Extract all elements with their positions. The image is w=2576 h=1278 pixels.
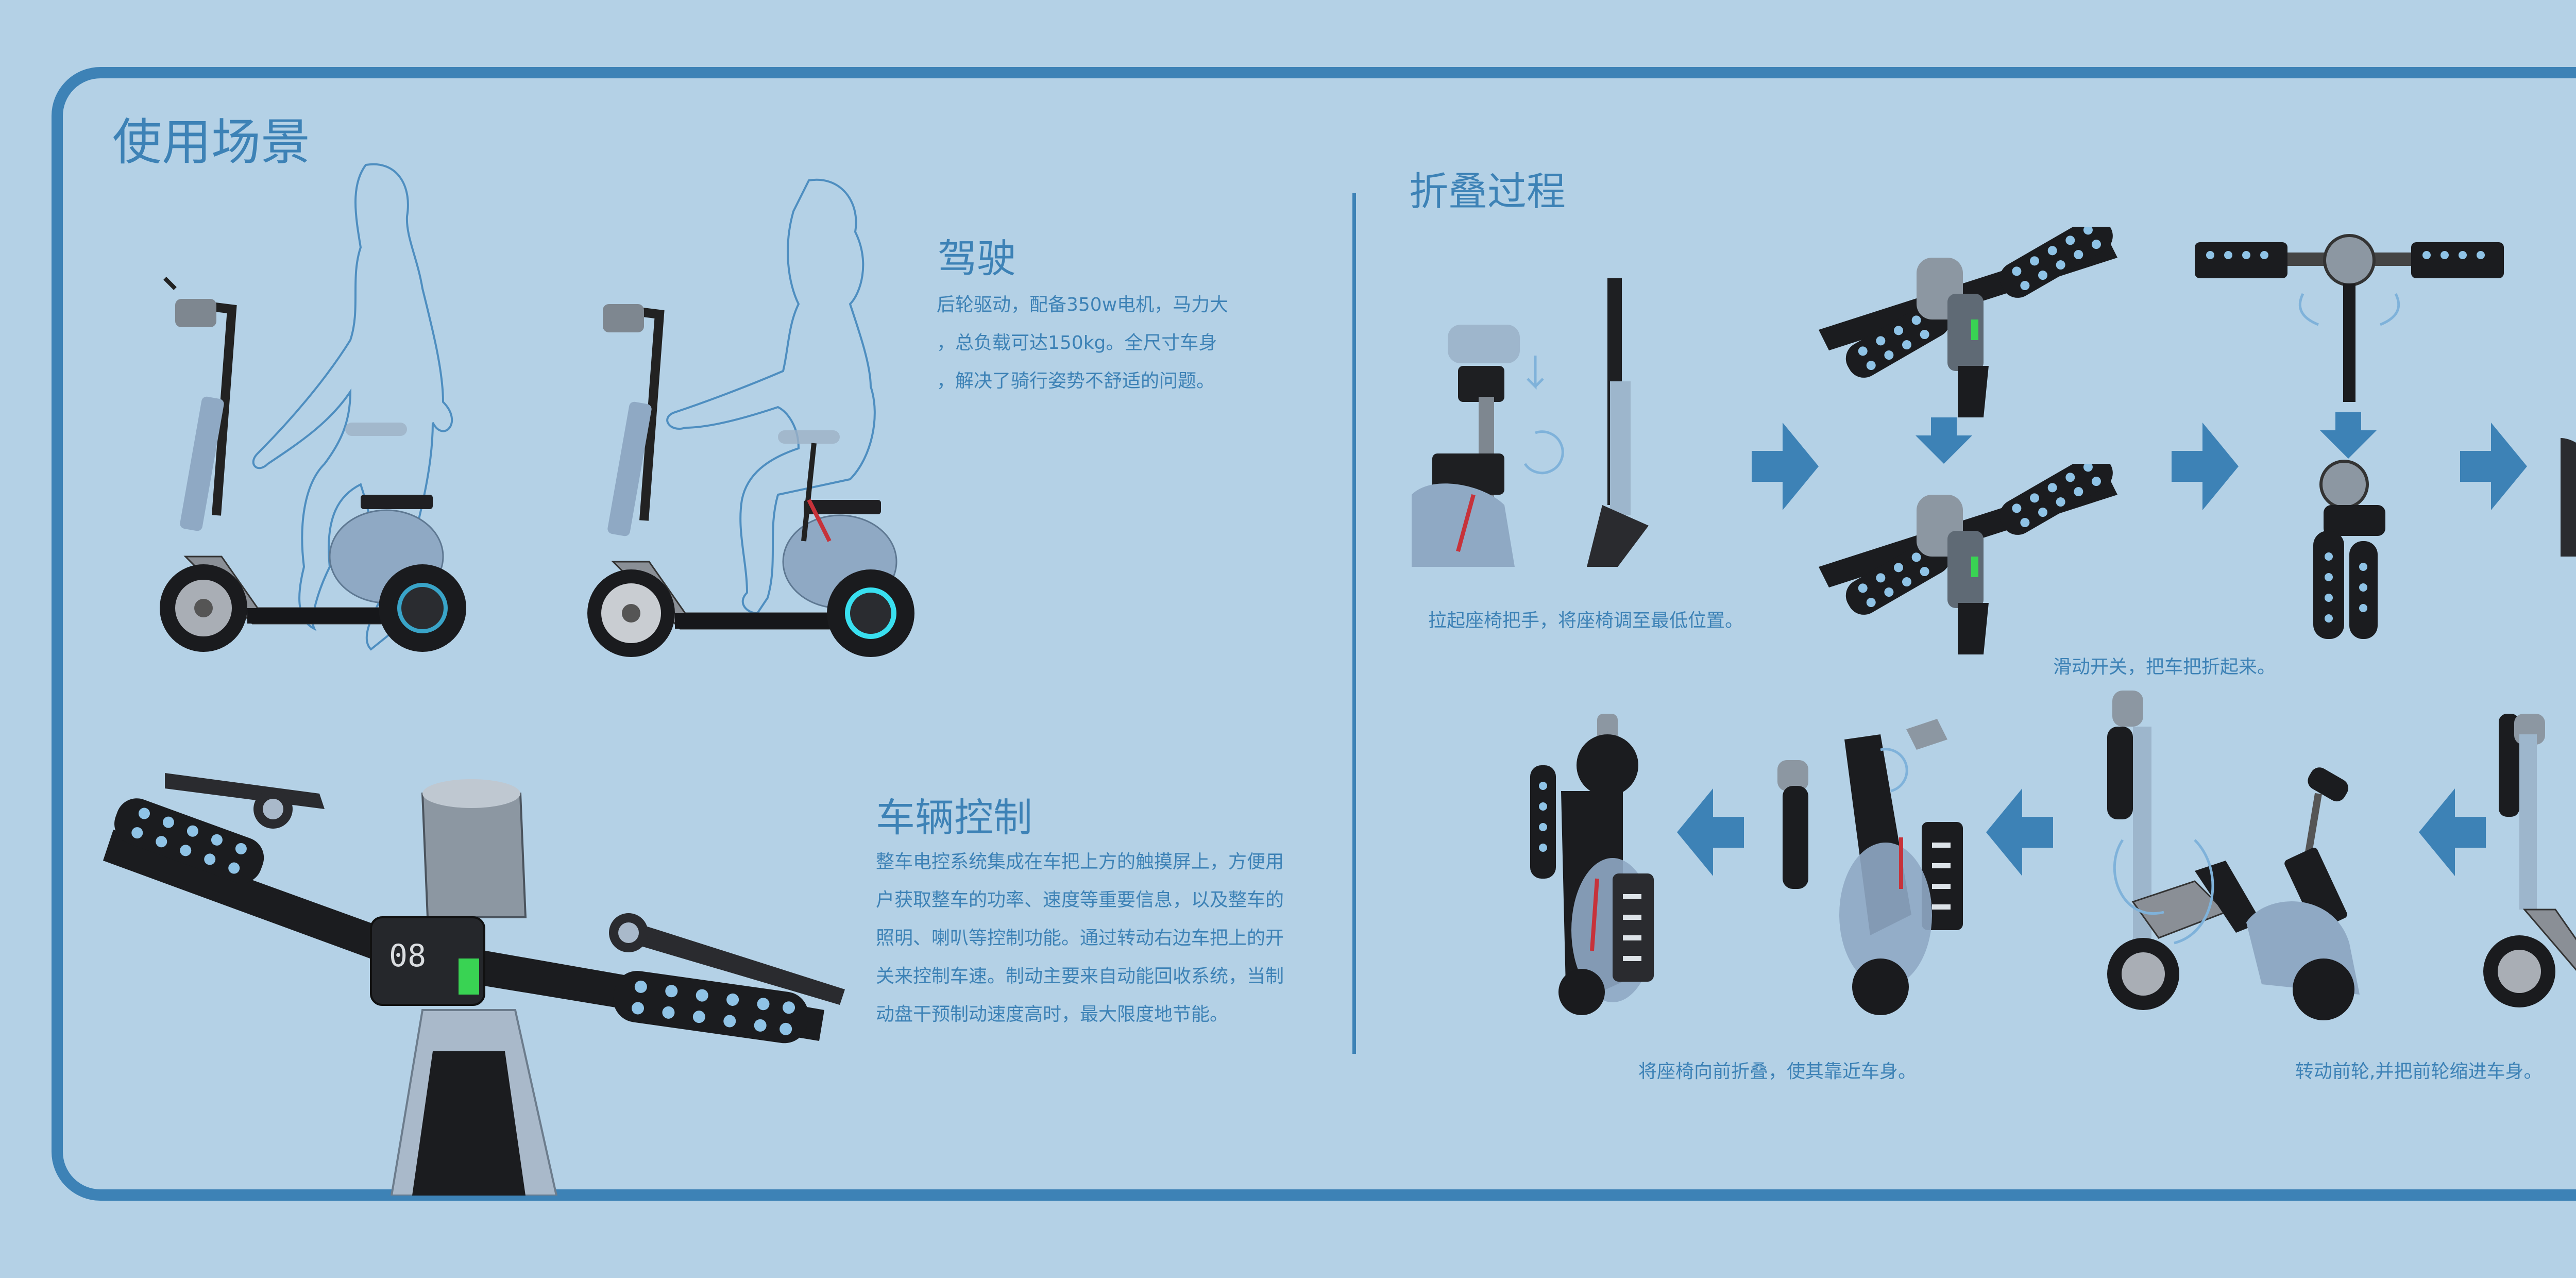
arrow-left-icon (2419, 788, 2486, 876)
driving-line: ，总负载可达150kg。全尺寸车身 (937, 332, 1217, 354)
control-line: 户获取整车的功率、速度等重要信息，以及整车的 (876, 889, 1284, 911)
driving-description: 后轮驱动，配备350w电机，马力大 ，总负载可达150kg。全尺寸车身 ，解决了… (937, 286, 1228, 400)
usage-title: 使用场景 (112, 113, 310, 171)
arrow-down-icon (2320, 412, 2377, 459)
control-line: 整车电控系统集成在车把上方的触摸屏上，方便用 (876, 851, 1284, 872)
fold-step-4-wheel-rotation-illustration (2092, 685, 2421, 1020)
arrow-down-icon (1916, 417, 1972, 464)
divider-left (1352, 193, 1356, 1054)
control-line: 动盘干预制动速度高时，最大限度地节能。 (876, 1004, 1229, 1025)
driving-title: 驾驶 (938, 236, 1016, 281)
fold-step-2-caption: 滑动开关，把车把折起来。 (2053, 657, 2276, 678)
driving-line: 后轮驱动，配备350w电机，马力大 (937, 294, 1229, 315)
arrow-left-icon (1986, 788, 2053, 876)
fold-step-5-scooter-illustration (2483, 693, 2576, 1018)
control-line: 照明、喇叭等控制功能。通过转动右边车把上的开 (876, 928, 1284, 949)
handlebar-closeup-illustration: 08 (103, 763, 866, 1196)
page-frame (52, 67, 2576, 1201)
folding-title: 折叠过程 (1409, 169, 1566, 214)
fold-step-wheel-caption: 转动前轮,并把前轮缩进车身。 (2295, 1061, 2543, 1082)
fold-step-1-caption: 拉起座椅把手，将座椅调至最低位置。 (1428, 610, 1744, 631)
fold-step-2b-handlebar-illustration (1819, 464, 2138, 654)
fold-step-5-seat-fold-illustration (1767, 719, 1984, 1018)
arrow-left-icon (1677, 788, 1744, 876)
fold-step-seat-caption: 将座椅向前折叠，使其靠近车身。 (1638, 1061, 1917, 1082)
speed-readout: 08 (389, 938, 426, 974)
control-title: 车辆控制 (876, 795, 1032, 840)
control-line: 关来控制车速。制动主要来自动能回收系统，当制 (876, 966, 1284, 987)
fold-step-4a-stem-illustration (2555, 433, 2576, 557)
fold-step-3b-folded-handlebar-illustration (2282, 459, 2416, 644)
arrow-right-icon (2460, 423, 2527, 510)
scooter-standing-rider-illustration (155, 155, 474, 660)
scooter-seated-rider-illustration (582, 170, 943, 660)
fold-step-2a-handlebar-illustration (1819, 227, 2138, 417)
arrow-right-icon (2172, 423, 2239, 510)
fold-step-3a-handlebar-top-illustration (2190, 227, 2509, 402)
arrow-right-icon (1752, 423, 1819, 510)
fold-step-1-seat-illustration (1381, 278, 1783, 567)
fold-final-folded-illustration (1520, 714, 1674, 1018)
control-description: 整车电控系统集成在车把上方的触摸屏上，方便用 户获取整车的功率、速度等重要信息，… (876, 843, 1284, 1034)
driving-line: ，解决了骑行姿势不舒适的问题。 (937, 371, 1215, 392)
